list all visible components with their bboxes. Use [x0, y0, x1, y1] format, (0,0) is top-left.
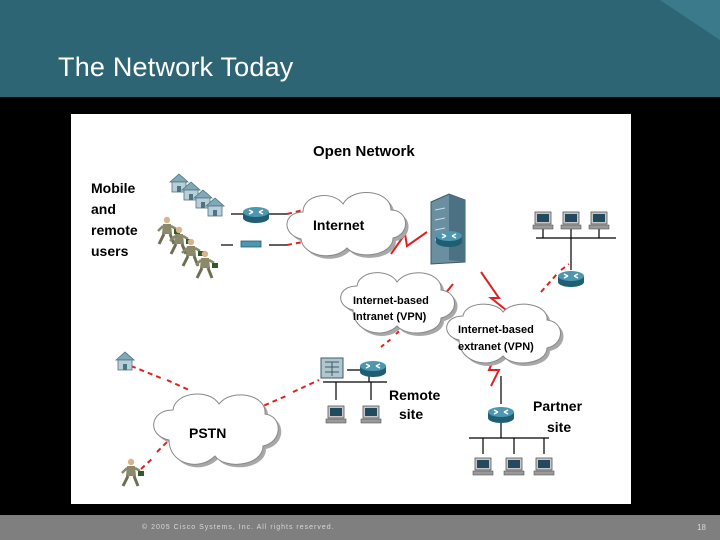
intranet-cloud: Internet-based Intranet (VPN) [340, 272, 458, 336]
computer-icon [588, 211, 610, 230]
pstn-label: PSTN [189, 425, 226, 441]
network-diagram: Open Network [71, 114, 631, 504]
computer-icon [533, 457, 555, 476]
house-icon [115, 351, 135, 371]
internet-cloud: Internet [286, 192, 409, 259]
router-icon [359, 360, 387, 378]
partner-site-workstations [472, 457, 555, 476]
internet-label: Internet [313, 217, 365, 233]
pstn-cloud: PSTN [153, 393, 282, 468]
modem-icon [240, 240, 262, 248]
person-icon [120, 457, 146, 488]
partner-site-label-line1: Partner [533, 398, 583, 414]
firewall-icon [320, 357, 344, 379]
wan-links [130, 203, 570, 470]
router-icon [242, 206, 270, 224]
home-users [115, 173, 225, 371]
extranet-cloud: Internet-based extranet (VPN) [446, 303, 564, 366]
computer-icon [325, 405, 347, 424]
router-icon [557, 270, 585, 288]
computer-icon [360, 405, 382, 424]
computer-icon [560, 211, 582, 230]
partner-workstations [532, 211, 610, 230]
slide-title: The Network Today [58, 52, 294, 82]
extranet-label-line1: Internet-based [458, 324, 534, 336]
open-network-heading: Open Network [313, 143, 415, 160]
intranet-label-line2: Intranet (VPN) [353, 311, 427, 323]
page-number: 18 [697, 523, 706, 532]
copyright-text: © 2005 Cisco Systems, Inc. All rights re… [142, 524, 335, 531]
mobile-label-line3: remote [91, 222, 138, 238]
remote-site-label-line1: Remote [389, 387, 441, 403]
mobile-label-line4: users [91, 243, 129, 259]
intranet-label-line1: Internet-based [353, 295, 429, 307]
building-icon [430, 193, 466, 265]
computer-icon [472, 457, 494, 476]
slide-header [0, 0, 720, 97]
extranet-label-line2: extranet (VPN) [458, 341, 534, 353]
computer-icon [532, 211, 554, 230]
remote-workstations [325, 405, 382, 424]
mobile-label-line1: Mobile [91, 180, 136, 196]
slide-footer: © 2005 Cisco Systems, Inc. All rights re… [0, 515, 720, 540]
computer-icon [503, 457, 525, 476]
partner-site-label-line2: site [547, 419, 571, 435]
wired-links [221, 213, 616, 454]
mobile-label-line2: and [91, 201, 116, 217]
corner-chevron-icon [660, 0, 720, 40]
router-icon [487, 406, 515, 424]
remote-site-label-line2: site [399, 406, 423, 422]
